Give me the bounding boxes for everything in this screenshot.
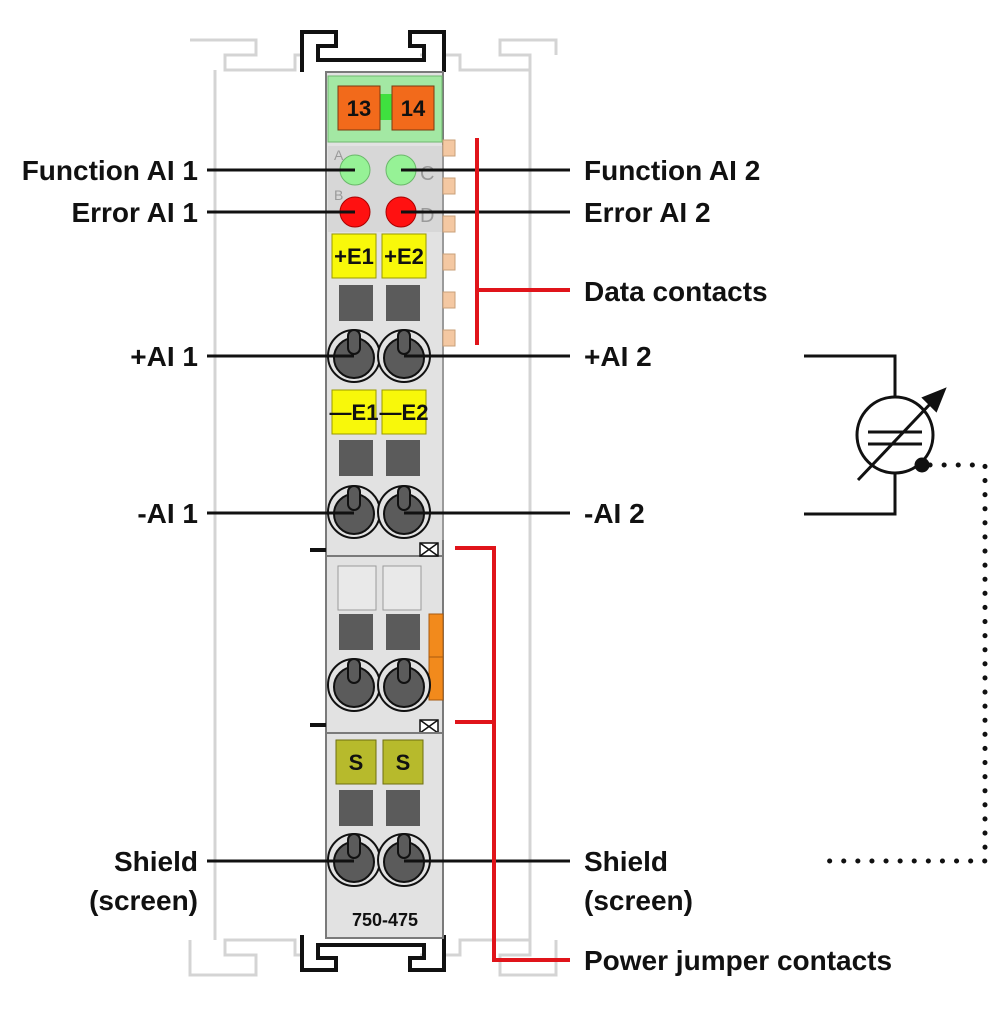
label-error-ai2: Error AI 2 [584, 197, 711, 228]
variable-current-sensor-icon [804, 354, 947, 516]
tag-shield-2-label: S [396, 750, 411, 775]
tag-13-label: 13 [347, 96, 371, 121]
tag-plus-e1 [331, 233, 377, 279]
label-function-ai2: Function AI 2 [584, 155, 760, 186]
tag-minus-e2-label: —E2 [380, 400, 429, 425]
label-power-jumper-contacts: Power jumper contacts [584, 945, 892, 976]
label-plus-ai2: +AI 2 [584, 341, 652, 372]
label-error-ai1: Error AI 1 [71, 197, 198, 228]
tag-minus-e1-label: —E1 [330, 400, 379, 425]
tag-shield-1-label: S [349, 750, 364, 775]
led-letter-a: A [334, 147, 344, 163]
tag-plus-e1-label: +E1 [334, 244, 374, 269]
led-letter-c: C [420, 163, 434, 185]
label-minus-ai1: -AI 1 [137, 498, 198, 529]
tag-14 [391, 85, 435, 131]
tag-shield-2 [382, 739, 424, 785]
label-data-contacts: Data contacts [584, 276, 768, 307]
tag-14-label: 14 [401, 96, 426, 121]
tag-13 [337, 85, 381, 131]
bottom-latch [300, 935, 446, 972]
led-letter-b: B [334, 187, 343, 203]
tag-plus-e2 [381, 233, 427, 279]
part-number: 750-475 [352, 910, 418, 930]
shield-wire [823, 462, 988, 864]
label-shield-left-2: (screen) [89, 885, 198, 916]
data-contacts-bracket [475, 138, 570, 345]
data-contacts [442, 139, 456, 347]
leader-lines [207, 168, 570, 863]
label-plus-ai1: +AI 1 [130, 341, 198, 372]
clamp-icon [327, 658, 431, 712]
label-shield-left-1: Shield [114, 846, 198, 877]
tag-minus-e1 [331, 389, 377, 435]
clamp-icon [327, 329, 431, 383]
tag-plus-e2-label: +E2 [384, 244, 424, 269]
label-function-ai1: Function AI 1 [22, 155, 198, 186]
top-latch [300, 30, 446, 72]
led-letter-d: D [420, 205, 434, 227]
tag-shield-1 [335, 739, 377, 785]
power-jumper-bracket [455, 546, 570, 962]
label-shield-right-1: Shield [584, 846, 668, 877]
tag-minus-e2 [381, 389, 427, 435]
din-rail-icon [188, 38, 558, 977]
label-shield-right-2: (screen) [584, 885, 693, 916]
label-minus-ai2: -AI 2 [584, 498, 645, 529]
